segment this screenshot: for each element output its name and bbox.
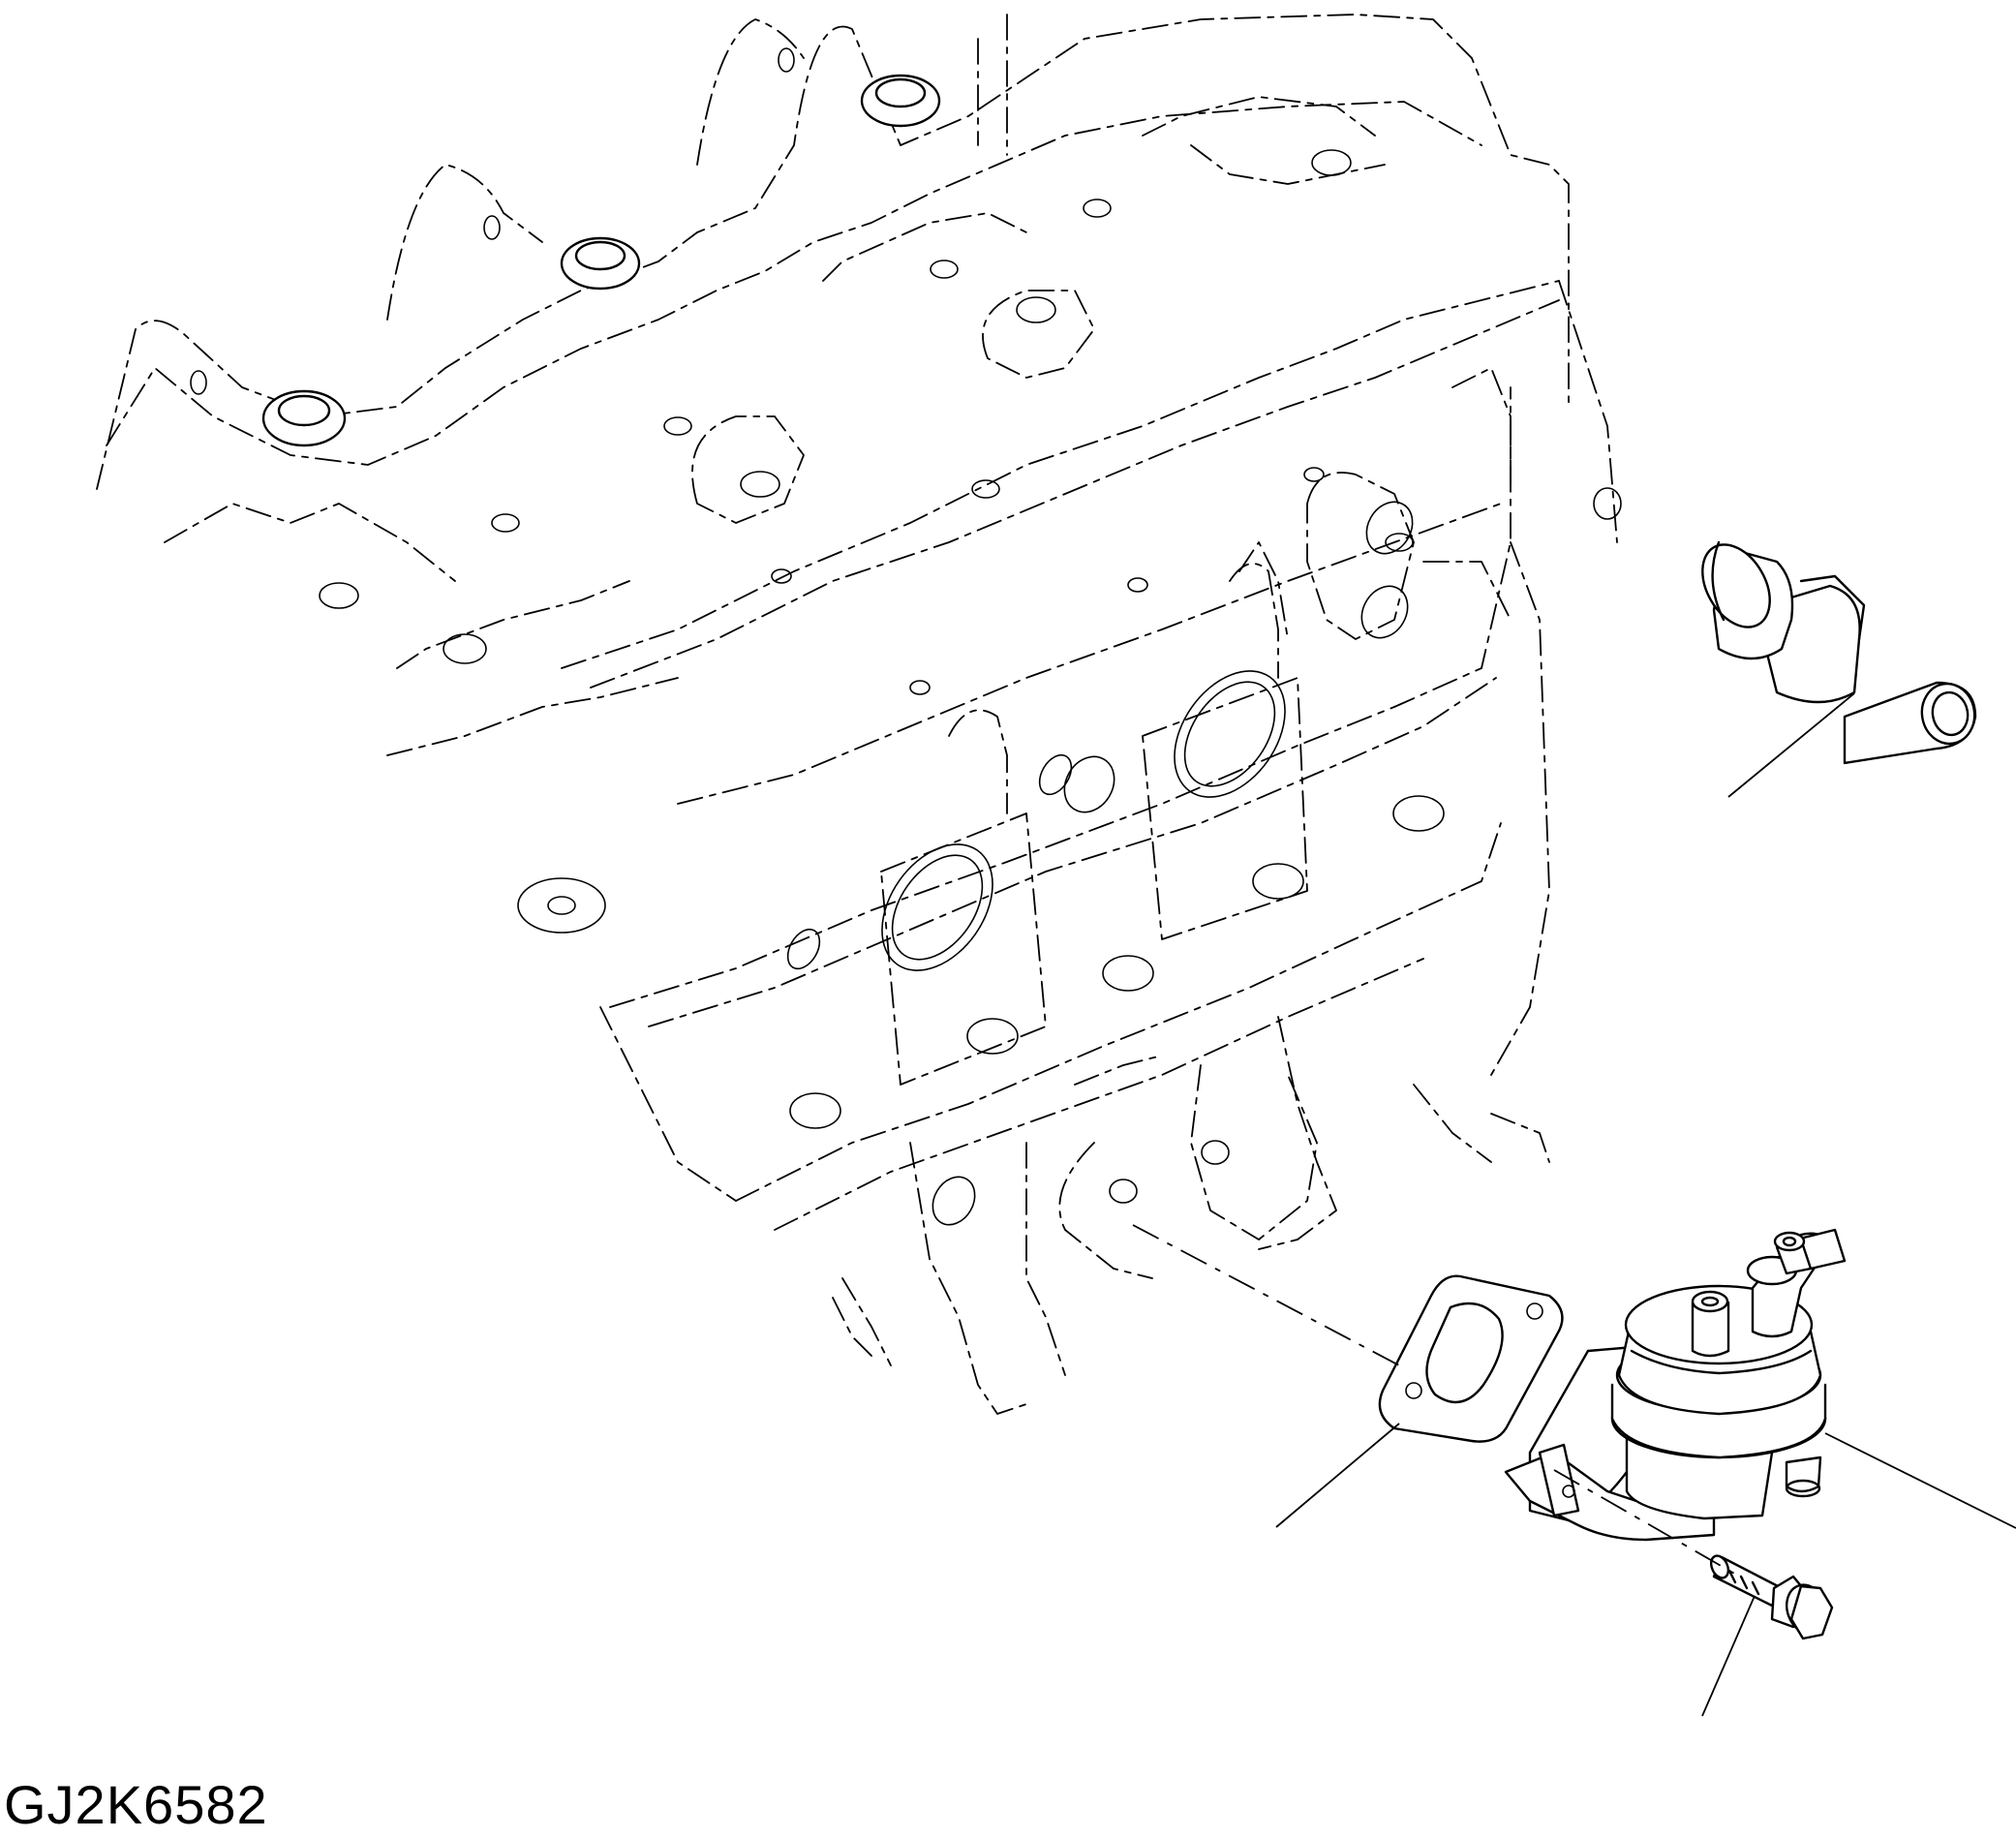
water-fitting-part: [1701, 540, 1977, 765]
pump-gasket-part: [1378, 1274, 1564, 1443]
gasket-leader-line: [1275, 1423, 1400, 1528]
bolt-leader-line: [1701, 1595, 1756, 1717]
feed-pump-part: [1504, 1228, 1847, 1542]
fitting-leader-line: [1727, 692, 1855, 798]
block-seal-rings: [881, 670, 1286, 971]
head-bosses: [261, 74, 941, 447]
engine-block-outline: [96, 14, 1618, 1415]
pump-leader-line: [1824, 1432, 2016, 1529]
drawing-code: GJ2K6582: [4, 1774, 268, 1835]
flange-bolt-part: [1709, 1554, 1834, 1640]
block-bolt-holes: [190, 47, 1622, 1226]
assembly-center-lines: [1132, 1224, 1744, 1579]
